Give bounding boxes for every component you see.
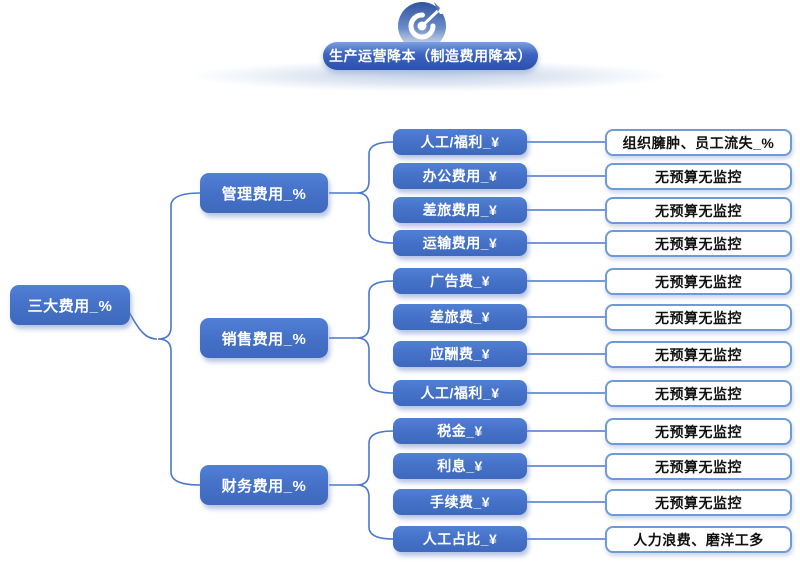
connector — [356, 280, 394, 394]
leaf-node: 人工/福利_¥ — [393, 380, 527, 406]
connector — [157, 192, 201, 486]
connector — [356, 141, 394, 244]
note-node: 无预算无监控 — [605, 268, 792, 295]
leaf-node: 应酬费_¥ — [393, 341, 527, 367]
target-dart-icon — [394, 0, 470, 50]
note-node: 无预算无监控 — [605, 453, 792, 480]
leaf-node: 人工/福利_¥ — [393, 129, 527, 155]
branch-node: 销售费用_% — [200, 318, 328, 358]
header-title: 生产运营降本（制造费用降本） — [323, 42, 538, 70]
note-node: 无预算无监控 — [605, 489, 792, 516]
branch-node: 管理费用_% — [200, 173, 328, 213]
note-node: 无预算无监控 — [605, 163, 792, 190]
note-node: 无预算无监控 — [605, 197, 792, 224]
connector — [356, 430, 394, 540]
leaf-node: 利息_¥ — [393, 453, 527, 479]
note-node: 无预算无监控 — [605, 380, 792, 407]
leaf-node: 税金_¥ — [393, 418, 527, 444]
note-node: 组织臃肿、员工流失_% — [605, 129, 792, 156]
note-node: 无预算无监控 — [605, 341, 792, 368]
leaf-node: 差旅费用_¥ — [393, 197, 527, 223]
leaf-node: 人工占比_¥ — [393, 526, 527, 552]
leaf-node: 手续费_¥ — [393, 489, 527, 515]
leaf-node: 运输费用_¥ — [393, 230, 527, 256]
leaf-node: 差旅费_¥ — [393, 304, 527, 330]
branch-node: 财务费用_% — [200, 465, 328, 505]
leaf-node: 广告费_¥ — [393, 268, 527, 294]
note-node: 无预算无监控 — [605, 304, 792, 331]
leaf-node: 办公费用_¥ — [393, 163, 527, 189]
note-node: 无预算无监控 — [605, 230, 792, 257]
root-node: 三大费用_% — [10, 285, 130, 325]
connector — [128, 311, 158, 340]
note-node: 无预算无监控 — [605, 418, 792, 445]
note-node: 人力浪费、磨洋工多 — [605, 526, 792, 553]
